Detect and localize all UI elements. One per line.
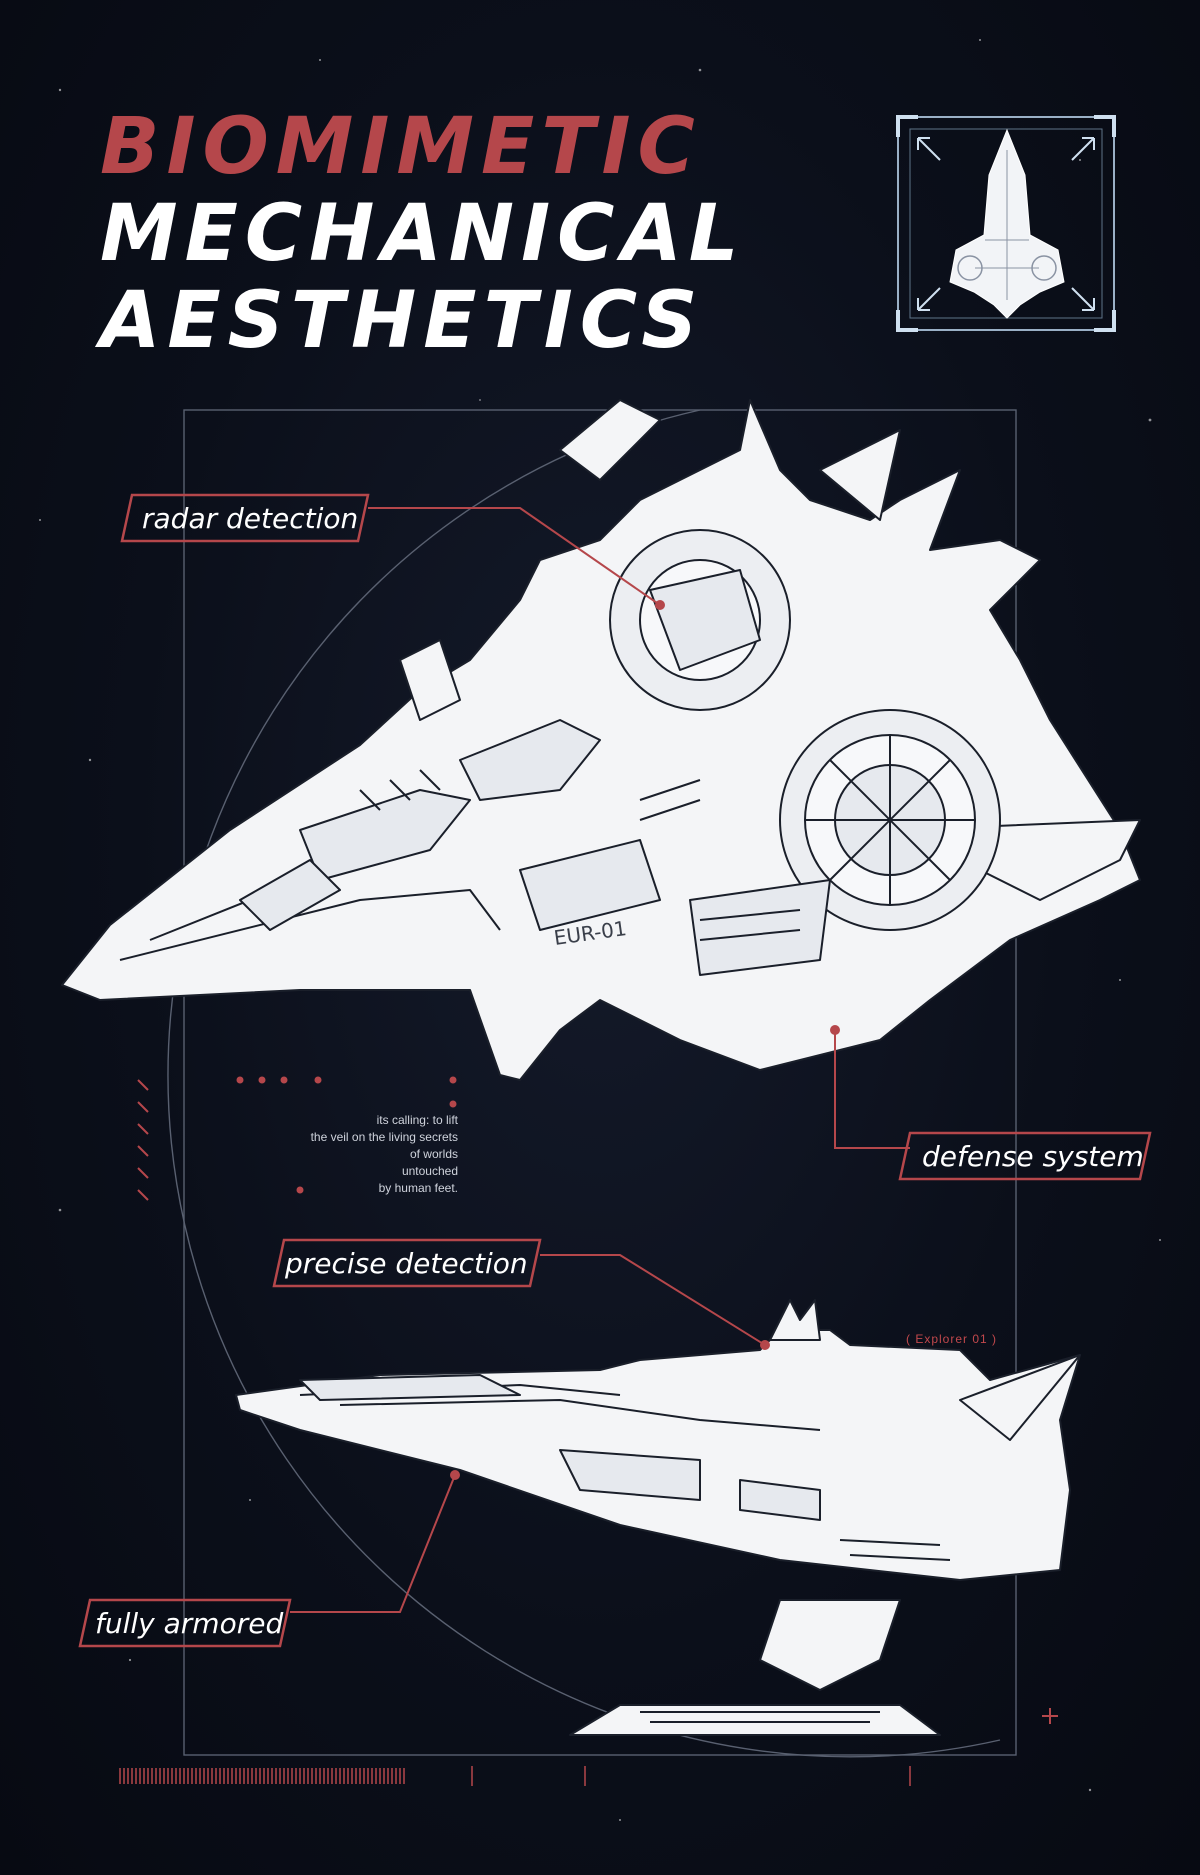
poem-line: of worlds <box>409 1147 458 1161</box>
accent-marks <box>137 1076 457 1201</box>
poem-line: its calling: to lift <box>376 1113 458 1127</box>
title-line-2: MECHANICAL <box>100 189 746 279</box>
callout-boxes <box>78 493 1152 1648</box>
spaceship-side-view <box>235 1299 1081 1736</box>
title-line-3: AESTHETICS <box>100 276 705 366</box>
plus-crosshair-icon <box>1042 1708 1058 1724</box>
star-field <box>39 39 1161 1821</box>
callout-precise-detection: precise detection <box>285 1247 528 1280</box>
poem-line: untouched <box>401 1164 458 1178</box>
frame-rectangle <box>183 409 1017 1756</box>
explorer-tag: ( Explorer 01 ) <box>906 1332 998 1346</box>
callout-defense-system: defense system <box>922 1140 1144 1173</box>
poem-line: the veil on the living secrets <box>310 1130 458 1144</box>
callout-radar-detection: radar detection <box>142 502 359 535</box>
title-line-1: BIOMIMETIC <box>100 102 702 192</box>
poem-line: by human feet. <box>378 1181 458 1195</box>
spaceship-thumbnail-icon <box>896 115 1116 332</box>
spaceship-top-view <box>61 399 1141 1081</box>
poem-text: its calling: to lift the veil on the liv… <box>262 1112 458 1197</box>
bottom-ruler <box>119 1766 911 1786</box>
callout-leader-lines <box>290 507 910 1613</box>
callout-fully-armored: fully armored <box>95 1607 284 1640</box>
